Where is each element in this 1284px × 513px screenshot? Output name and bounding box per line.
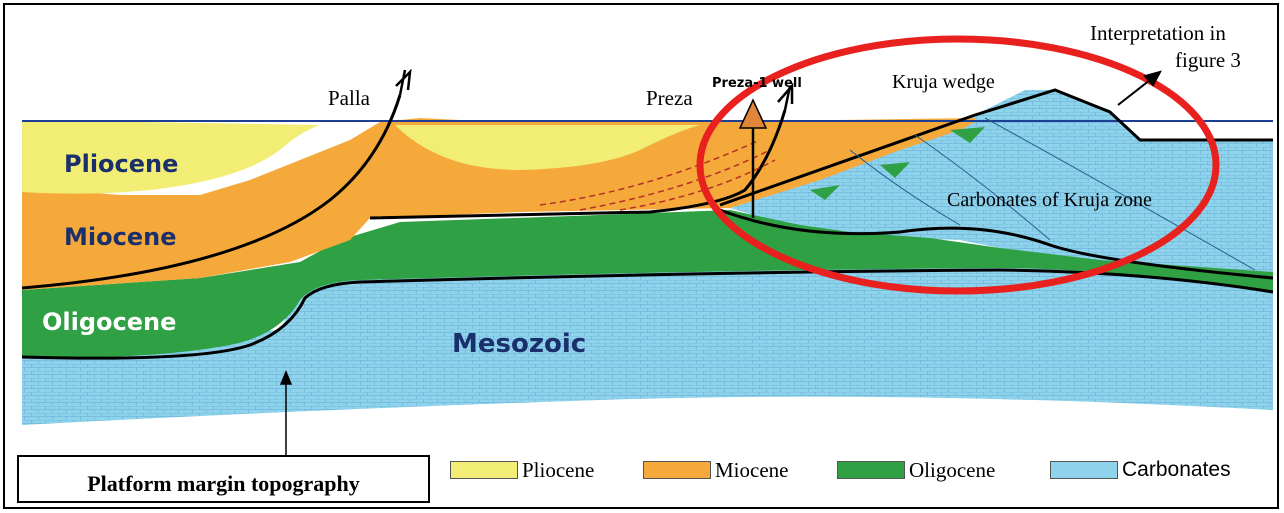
stage-label-mesozoic: Mesozoic: [452, 329, 586, 359]
stage-label-pliocene: Pliocene: [64, 150, 178, 178]
legend-item-carbonates: Carbonates: [1050, 459, 1231, 481]
legend-swatch-oligocene: [837, 461, 905, 479]
legend-item-miocene: Miocene: [643, 459, 788, 481]
preza-well-arrowhead: [740, 100, 766, 128]
legend-label-pliocene: Pliocene: [522, 458, 594, 483]
label-preza: Preza: [646, 86, 693, 110]
label-palla: Palla: [328, 86, 371, 110]
stage-label-miocene: Miocene: [64, 223, 176, 251]
platform-margin-box: Platform margin topography: [17, 455, 430, 503]
legend-label-miocene: Miocene: [715, 458, 788, 483]
label-interpretation-line2: figure 3: [1175, 48, 1241, 72]
fault-arrow-palla: [396, 70, 410, 95]
platform-margin-arrow: [281, 372, 291, 455]
label-preza-well: Prezа-1 well: [712, 76, 802, 91]
stage-label-oligocene: Oligocene: [42, 308, 176, 336]
legend-swatch-pliocene: [450, 461, 518, 479]
legend-swatch-miocene: [643, 461, 711, 479]
pliocene-strip: [22, 120, 1273, 122]
legend-label-carbonates: Carbonates: [1122, 458, 1231, 482]
legend-item-pliocene: Pliocene: [450, 459, 594, 481]
label-carbonates-kruja: Carbonates of Kruja zone: [947, 189, 1152, 211]
platform-margin-label: Platform margin topography: [19, 471, 428, 497]
label-kruja-wedge: Kruja wedge: [892, 71, 995, 93]
legend-swatch-carbonates: [1050, 461, 1118, 479]
legend-label-oligocene: Oligocene: [909, 458, 995, 483]
label-interpretation-line1: Interpretation in: [1090, 21, 1226, 45]
legend-item-oligocene: Oligocene: [837, 459, 995, 481]
